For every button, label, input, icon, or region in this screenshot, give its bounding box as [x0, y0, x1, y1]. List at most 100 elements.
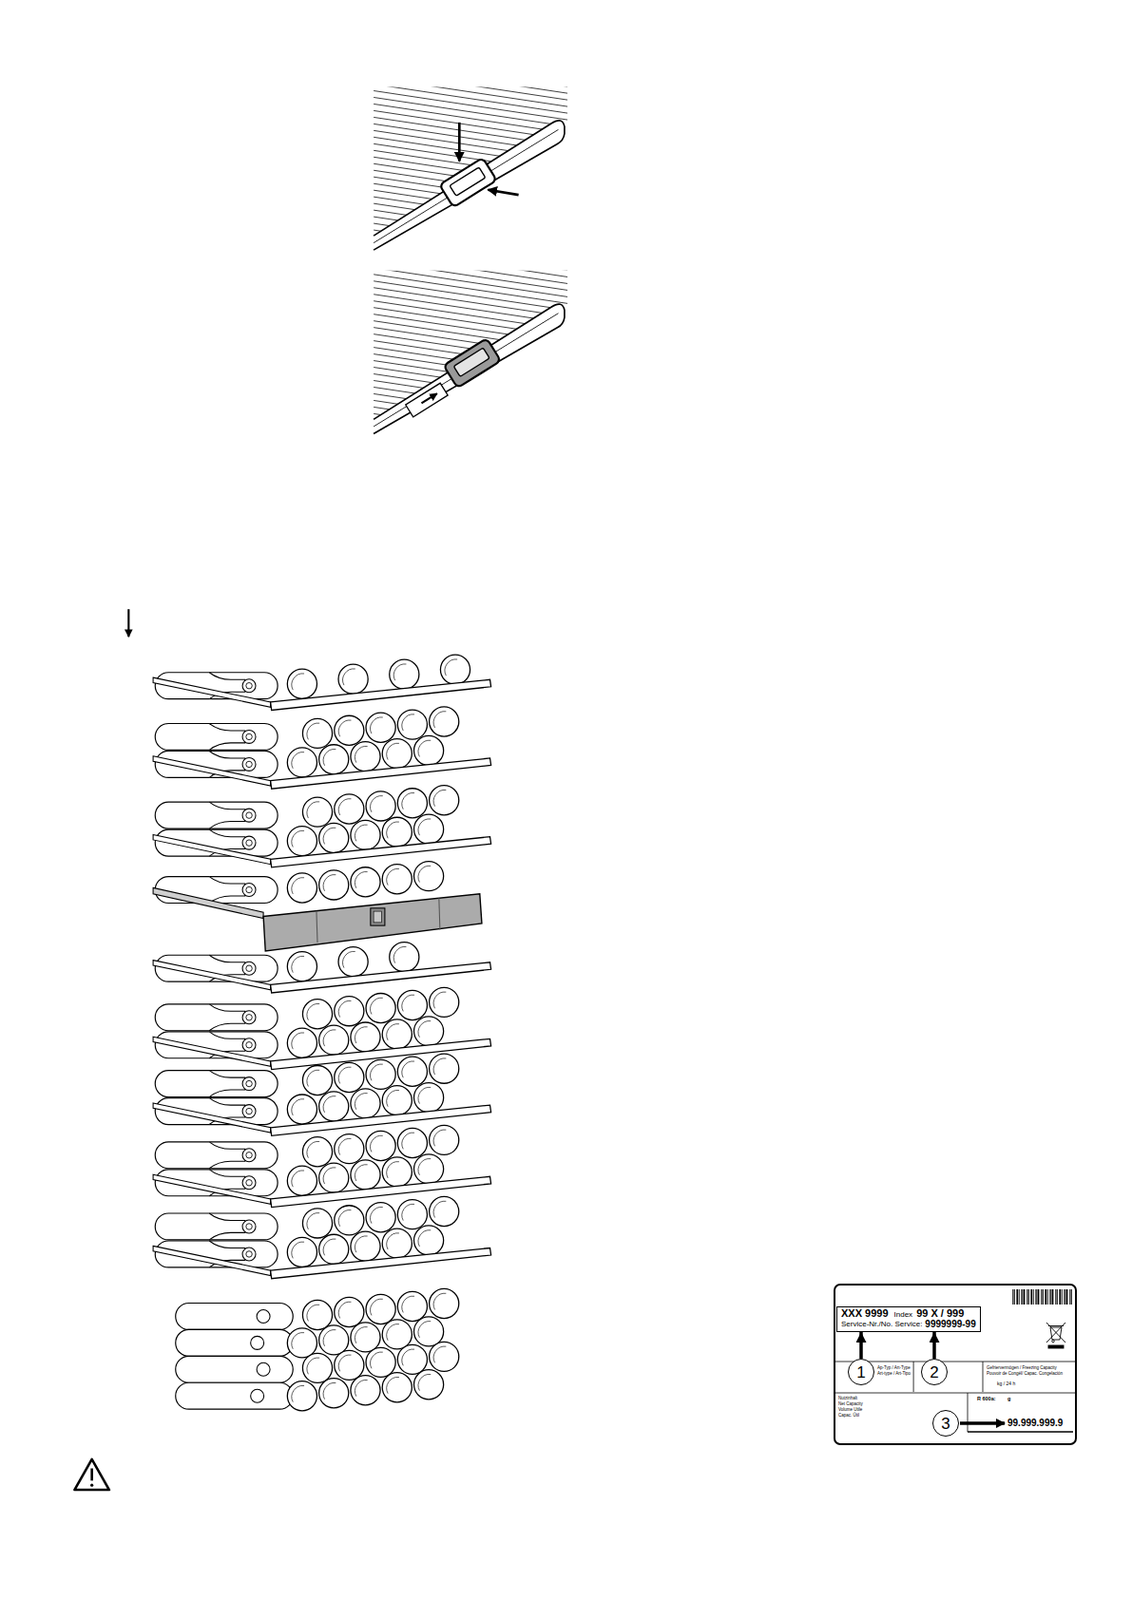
shelf-slats: [306, 270, 572, 311]
wine-bottles: [319, 823, 349, 853]
wine-bottles: [354, 1380, 367, 1397]
wine-bottles: [414, 1226, 444, 1256]
wine-bottles: [382, 1086, 412, 1116]
wine-bottles: [302, 1065, 332, 1095]
callout-number: 3: [940, 1416, 950, 1433]
barcode: [1056, 1289, 1058, 1305]
wine-bottles: [382, 739, 412, 769]
wine-bottles: [209, 1213, 246, 1241]
wine-bottles: [414, 862, 444, 892]
shelf-slats: [306, 232, 572, 273]
label-clip: [449, 167, 486, 196]
wine-bottles: [246, 683, 252, 690]
shelf-rails: [153, 887, 264, 919]
wine-bottles: [242, 729, 256, 744]
wine-bottles: [242, 836, 256, 850]
wine-bottles: [350, 867, 381, 898]
wine-bottles: [402, 792, 415, 809]
wine-bottles: [365, 993, 396, 1023]
wine-bottles: [287, 952, 317, 982]
wine-bottles: [319, 1092, 349, 1122]
wine-bottles: [302, 1208, 332, 1239]
barcode: [1066, 1289, 1069, 1305]
callout-number: 2: [929, 1364, 939, 1382]
wine-bottles: [323, 748, 336, 766]
shelf-slats: [306, 252, 572, 293]
shelf-rails: [153, 677, 271, 708]
shelf-slats: [306, 60, 572, 101]
shelf-rails: [270, 679, 492, 710]
wine-bottles: [209, 723, 246, 750]
wine-bottles: [256, 1309, 270, 1324]
wine-bottles: [287, 826, 317, 857]
barcode: [1058, 1289, 1061, 1305]
wine-bottles: [338, 1000, 351, 1017]
shelf-slats: [306, 54, 572, 95]
shelf-slats: [306, 284, 572, 325]
wine-bottles: [306, 1358, 320, 1375]
shelf-rails: [270, 1038, 492, 1070]
shelf-rails: [153, 960, 271, 991]
plate-rule: [967, 1393, 969, 1433]
wine-bottles: [175, 1370, 444, 1412]
shelf-rails: [439, 898, 441, 930]
identification-text: Index: [894, 1310, 914, 1320]
plate-text: Volume Utile: [838, 1407, 863, 1413]
barcode: [1026, 1289, 1029, 1305]
wine-bottles: [365, 1059, 396, 1090]
warning-symbol: [74, 1459, 110, 1491]
wine-bottles: [350, 820, 381, 850]
wine-bottles: [418, 819, 431, 836]
wine-bottles: [414, 1083, 444, 1113]
wine-bottles: [418, 1159, 431, 1176]
wine-bottles: [246, 1180, 252, 1187]
plate-text: R 600a:: [977, 1396, 997, 1402]
wine-bottles: [242, 1038, 256, 1053]
plate-text: kg / 24 h: [997, 1381, 1016, 1388]
shelf-slats: [306, 74, 572, 115]
wine-bottles: [306, 1141, 320, 1158]
wine-bottles: [209, 1142, 246, 1170]
wine-bottles: [386, 1024, 400, 1041]
wine-bottles: [386, 1324, 400, 1342]
wine-bottles: [242, 1176, 256, 1190]
shelf-rails: [263, 894, 482, 952]
wine-bottles: [429, 1125, 460, 1155]
wine-bottles: [354, 871, 367, 888]
wine-bottles: [365, 791, 396, 822]
wine-bottles: [306, 1304, 320, 1322]
wine-bottles: [242, 808, 256, 823]
wine-bottles: [154, 1213, 278, 1241]
barcode: [1049, 1289, 1051, 1305]
wine-bottles: [370, 717, 384, 734]
barcode: [1052, 1289, 1055, 1305]
wine-bottles: [382, 864, 412, 895]
wine-bottles: [433, 1058, 446, 1075]
wine-bottles: [334, 1297, 365, 1327]
wine-bottles: [397, 1344, 427, 1375]
wine-bottles: [287, 1381, 317, 1412]
shelf-rails: [270, 758, 492, 789]
direction-arrow: [127, 609, 130, 637]
wine-bottles: [319, 1234, 349, 1265]
wine-bottles: [306, 1213, 320, 1230]
shelf-detail: [306, 40, 572, 300]
shelf-detail: [373, 313, 558, 427]
shelf-slats: [306, 244, 572, 285]
shelf-rails: [270, 962, 492, 994]
wine-bottles: [338, 1355, 351, 1372]
shelf-rails: [270, 837, 492, 868]
wine-bottles: [402, 1349, 415, 1366]
wine-bottles: [246, 1080, 252, 1087]
waste-bin-symbol: [1046, 1323, 1066, 1349]
wine-bottles: [209, 1071, 246, 1098]
shelf-slats: [306, 257, 572, 298]
wine-bottles: [429, 1054, 460, 1084]
shelf-slats: [306, 403, 572, 444]
wine-bottles: [154, 877, 278, 904]
wine-bottles: [154, 723, 278, 750]
wine-bottles: [433, 1346, 446, 1363]
wine-bottles: [382, 1019, 412, 1050]
wine-bottles: [350, 1376, 381, 1406]
